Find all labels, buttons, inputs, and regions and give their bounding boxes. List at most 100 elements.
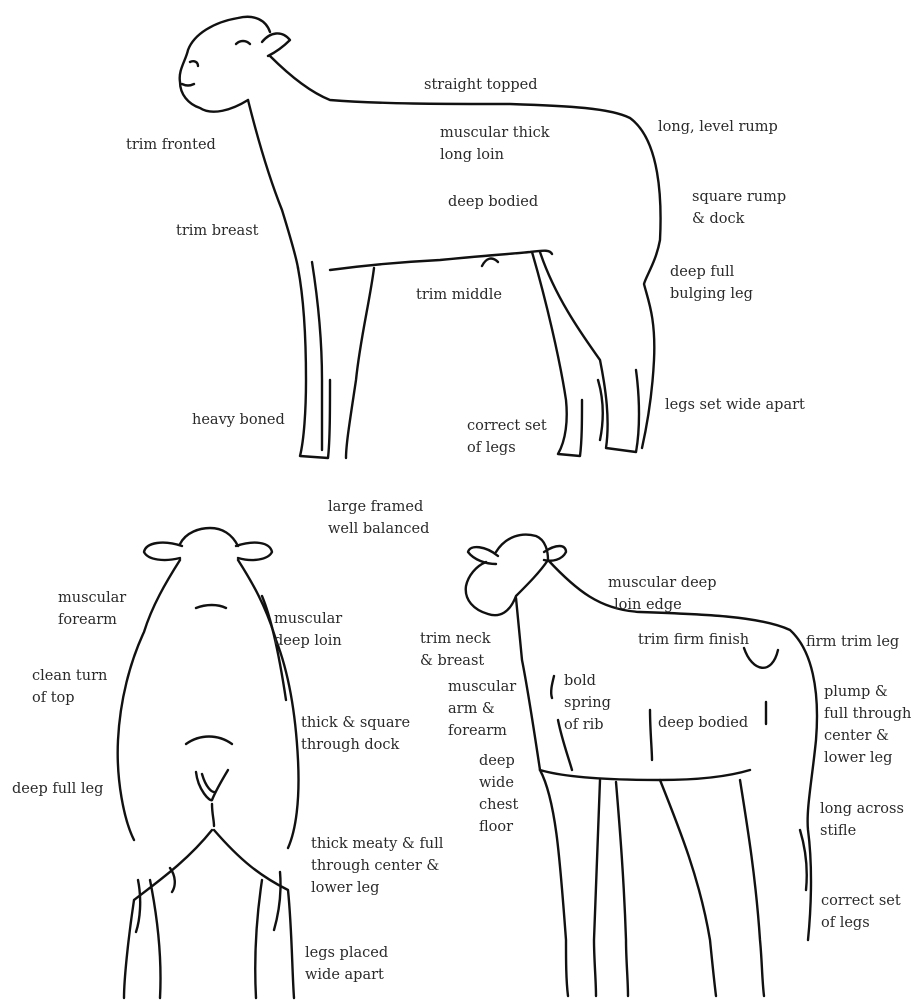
label-line: stifle <box>820 820 904 842</box>
label-muscular-thick-long-loin: muscular thick long loin <box>440 122 550 166</box>
label-line: full through <box>824 703 911 725</box>
label-line: deep full <box>670 261 753 283</box>
rear-view-head <box>180 528 238 546</box>
label-line: square rump <box>692 186 786 208</box>
label-line: thick meaty & full <box>311 833 443 855</box>
side-view-front-leg-2 <box>346 268 374 458</box>
three-quarter-view-front-leg-2 <box>616 782 628 996</box>
label-line: through center & <box>311 855 443 877</box>
three-quarter-view-belly <box>540 770 750 780</box>
label-trim-neck-breast: trim neck & breast <box>420 628 491 672</box>
label-line: forearm <box>448 720 516 742</box>
side-view-belly <box>330 251 552 270</box>
label-line: trim neck <box>420 628 491 650</box>
label-thick-meaty-full: thick meaty & full through center & lowe… <box>311 833 443 899</box>
rear-view-left-leg <box>150 880 161 998</box>
label-long-level-rump: long, level rump <box>658 116 778 138</box>
label-line: bulging leg <box>670 283 753 305</box>
label-line: muscular <box>274 608 342 630</box>
label-line: chest <box>479 794 518 816</box>
label-plump-full-through: plump & full through center & lower leg <box>824 681 911 769</box>
label-line: well balanced <box>328 518 429 540</box>
label-line: muscular <box>448 676 516 698</box>
label-line: clean turn <box>32 665 107 687</box>
label-line: wide <box>479 772 518 794</box>
label-line: wide apart <box>305 964 388 986</box>
label-firm-trim-leg: firm trim leg <box>806 631 899 653</box>
label-square-rump-dock: square rump & dock <box>692 186 786 230</box>
label-line: of rib <box>564 714 611 736</box>
rear-view-sheep <box>118 528 299 998</box>
rear-view-top <box>118 560 180 840</box>
three-quarter-view-front-leg-1 <box>540 770 568 996</box>
label-legs-placed-wide-apart: legs placed wide apart <box>305 942 388 986</box>
three-quarter-view-back <box>548 560 817 940</box>
rear-view-dock <box>196 770 228 800</box>
label-line: muscular deep <box>608 572 717 594</box>
label-line: long across <box>820 798 904 820</box>
label-deep-bodied-three-quarter: deep bodied <box>658 712 748 734</box>
three-quarter-view-hind-leg-1 <box>660 780 716 996</box>
label-muscular-deep-loin: muscular deep loin <box>274 608 342 652</box>
label-line: of legs <box>821 912 901 934</box>
label-clean-turn-of-top: clean turn of top <box>32 665 107 709</box>
side-view-front-leg-1 <box>298 268 330 458</box>
label-muscular-deep-loin-edge: muscular deep loin edge <box>608 572 717 616</box>
label-trim-breast: trim breast <box>176 220 258 242</box>
label-line: plump & <box>824 681 911 703</box>
label-correct-set-of-legs-three-quarter: correct set of legs <box>821 890 901 934</box>
label-line: lower leg <box>311 877 443 899</box>
label-trim-fronted: trim fronted <box>126 134 216 156</box>
label-line: center & <box>824 725 911 747</box>
label-line: deep loin <box>274 630 342 652</box>
side-view-back <box>270 56 661 448</box>
label-heavy-boned: heavy boned <box>192 409 285 431</box>
side-view-chest <box>248 100 298 268</box>
label-line: correct set <box>821 890 901 912</box>
label-line: thick & square <box>301 712 410 734</box>
label-line: muscular thick <box>440 122 550 144</box>
label-large-framed-well-balanced: large framed well balanced <box>328 496 429 540</box>
label-muscular-arm-forearm: muscular arm & forearm <box>448 676 516 742</box>
label-line: muscular <box>58 587 126 609</box>
label-line: long loin <box>440 144 550 166</box>
three-quarter-view-neck <box>516 598 540 770</box>
side-view-hind-leg-2 <box>540 252 639 452</box>
label-line: of top <box>32 687 107 709</box>
rear-view-right-leg <box>255 880 262 998</box>
label-line: large framed <box>328 496 429 518</box>
label-line: of legs <box>467 437 547 459</box>
three-quarter-view-hind-leg-2 <box>740 780 764 996</box>
label-trim-firm-finish: trim firm finish <box>638 629 749 651</box>
label-straight-topped: straight topped <box>424 74 538 96</box>
three-quarter-view-ear-left <box>468 547 498 564</box>
label-long-across-stifle: long across stifle <box>820 798 904 842</box>
label-line: through dock <box>301 734 410 756</box>
label-muscular-forearm: muscular forearm <box>58 587 126 631</box>
label-deep-full-bulging-leg: deep full bulging leg <box>670 261 753 305</box>
rear-view-left-ear <box>144 543 182 560</box>
label-line: bold <box>564 670 611 692</box>
label-line: deep <box>479 750 518 772</box>
side-view-head <box>180 17 270 112</box>
label-deep-bodied: deep bodied <box>448 191 538 213</box>
label-line: forearm <box>58 609 126 631</box>
label-line: & breast <box>420 650 491 672</box>
label-bold-spring-of-rib: bold spring of rib <box>564 670 611 736</box>
label-correct-set-of-legs-side: correct set of legs <box>467 415 547 459</box>
label-trim-middle: trim middle <box>416 284 502 306</box>
label-deep-full-leg: deep full leg <box>12 778 103 800</box>
label-line: loin edge <box>608 594 717 616</box>
label-legs-set-wide-apart: legs set wide apart <box>665 394 805 416</box>
rear-view-right-ear <box>236 543 272 560</box>
label-line: lower leg <box>824 747 911 769</box>
label-line: spring <box>564 692 611 714</box>
label-thick-square-through-dock: thick & square through dock <box>301 712 410 756</box>
side-view-ear <box>262 33 290 56</box>
label-line: arm & <box>448 698 516 720</box>
label-line: & dock <box>692 208 786 230</box>
label-line: floor <box>479 816 518 838</box>
label-deep-wide-chest-floor: deep wide chest floor <box>479 750 518 838</box>
label-line: correct set <box>467 415 547 437</box>
